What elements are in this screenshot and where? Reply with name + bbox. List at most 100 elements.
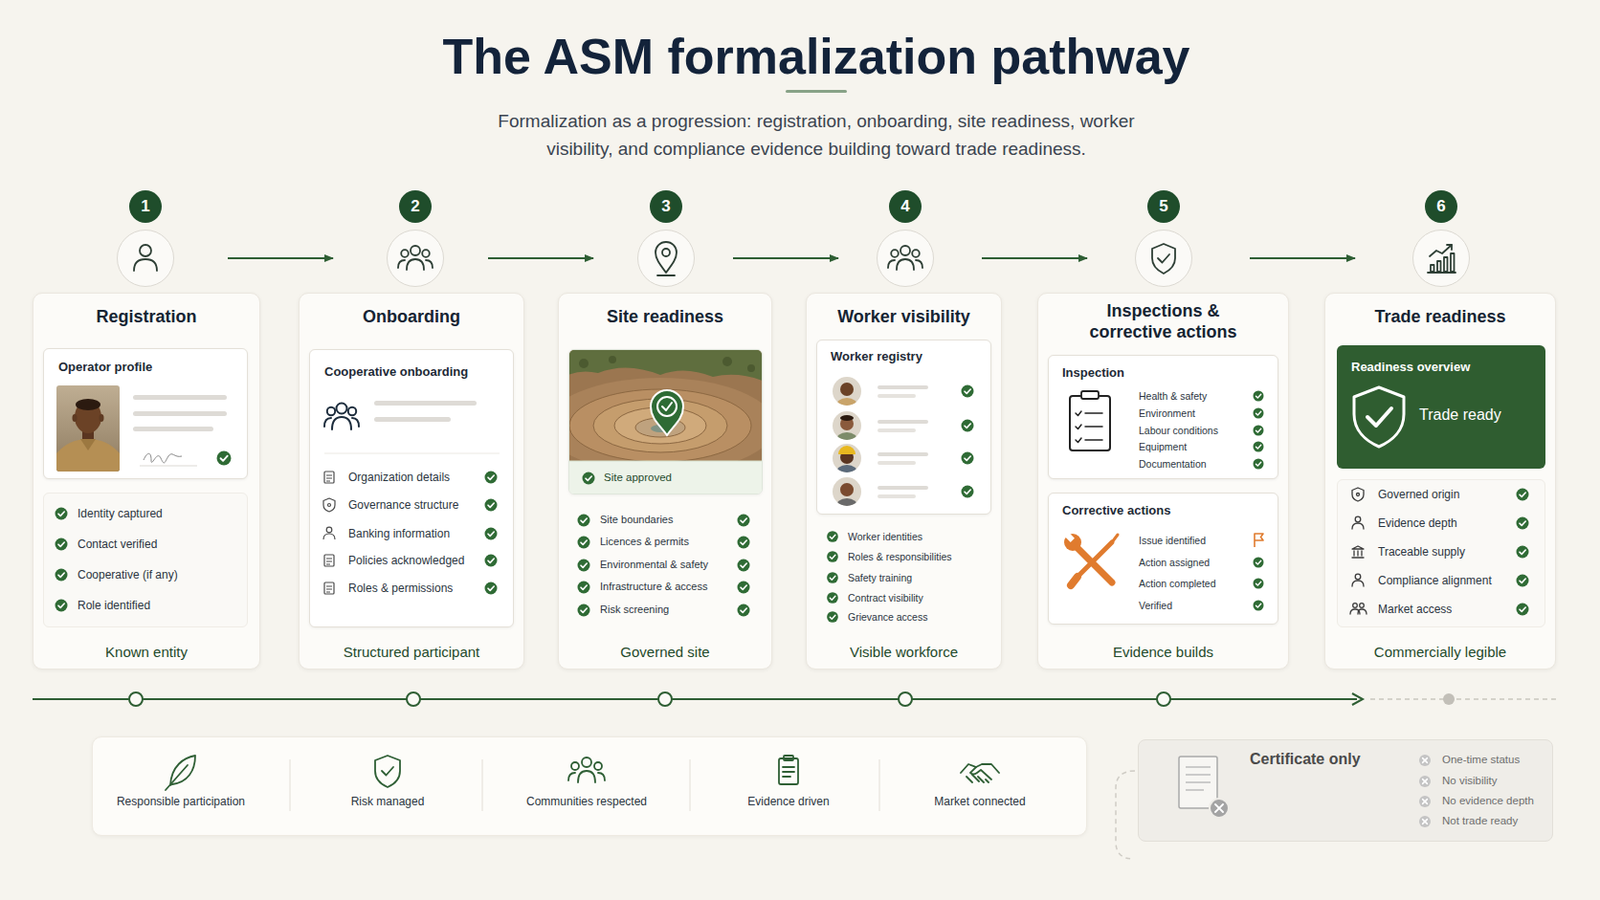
principle-label: Communities respected: [526, 795, 647, 809]
pin-icon: [662, 248, 670, 257]
chart-icon: [1427, 271, 1456, 274]
operator-photo: [99, 414, 105, 423]
principle-icons: [689, 759, 691, 812]
mine-site-image: [635, 418, 686, 438]
group-icon: [900, 245, 911, 256]
operator-photo: [143, 453, 182, 464]
group-icon: [406, 259, 424, 270]
group-icon: [398, 260, 405, 268]
onboarding-icons: [485, 499, 498, 512]
checklist-item: Equipment: [1138, 441, 1187, 454]
checklist-item: Action completed: [1138, 577, 1217, 591]
worker-avatars: [831, 410, 975, 450]
mine-site-image: [569, 461, 762, 494]
check-marks: [737, 604, 751, 618]
stage-outcome: Commercially legible: [1374, 644, 1507, 662]
operator-photo: [56, 439, 120, 472]
onboarding-icons: [336, 403, 348, 415]
onboarding-icons: [327, 407, 335, 416]
check-marks: [577, 559, 591, 573]
shield-icon: [1367, 408, 1392, 426]
checklist-item: One-time status: [1442, 754, 1520, 768]
principle-icons: [970, 767, 992, 780]
worker-avatars: [877, 394, 916, 399]
chart-icon: [1437, 261, 1442, 272]
onboarding-icons: [326, 527, 333, 534]
checklist-item: Risk screening: [600, 603, 669, 617]
principle-icons: [375, 755, 400, 788]
tools-icon: [1252, 577, 1264, 589]
certificate-icon: [1419, 755, 1431, 767]
step-circle: 2: [386, 229, 445, 288]
panel-title: Inspection: [1062, 365, 1125, 381]
pin-icon: [655, 242, 677, 273]
readiness-icons: [1516, 546, 1530, 559]
worker-avatars: [877, 494, 916, 499]
principle-icons: [581, 757, 592, 768]
mine-site-image: [608, 355, 617, 364]
checklist-item: Safety training: [847, 572, 912, 585]
onboarding-icons: [324, 555, 334, 567]
checklist-item: Verified: [1138, 600, 1173, 613]
mine-site-image: [569, 350, 762, 470]
principle-icons: [170, 755, 196, 786]
group-icon: [888, 260, 895, 268]
tools-icon: [1252, 600, 1264, 611]
operator-photo: [82, 426, 94, 441]
step-circle: 6: [1412, 229, 1470, 288]
checklist-item: Contact verified: [77, 537, 157, 552]
check-marks: [55, 508, 68, 521]
pin-icon: [655, 242, 677, 276]
check-marks: [826, 572, 839, 584]
step-number: 1: [129, 190, 162, 223]
pin-icon: [657, 274, 675, 277]
shield-icon: [1354, 387, 1404, 447]
group-icon: [422, 249, 430, 258]
onboarding-icons: [485, 528, 498, 541]
stage-card: OnboardingStructured participant Coopera…: [298, 292, 525, 670]
step-number: 6: [1424, 190, 1458, 223]
principle-label: Risk managed: [351, 795, 425, 809]
operator-photo: [72, 414, 78, 423]
onboarding-icons: [332, 417, 352, 430]
shield-icon: [1152, 244, 1176, 274]
panel-title: Worker registry: [830, 349, 923, 365]
flow-arrow: [981, 257, 1088, 260]
onboarding-icons: [352, 418, 359, 427]
corrective-panel: Corrective actionsIssue identifiedAction…: [1047, 492, 1279, 625]
principle-icons: [782, 767, 795, 778]
worker-avatars: [840, 483, 854, 497]
principle-icons: [289, 759, 291, 812]
card-heading: Onboarding: [362, 307, 461, 329]
clipboard-icon: [1081, 391, 1099, 400]
chart-icon: [1429, 244, 1452, 257]
tools-icon: [1070, 542, 1112, 586]
worker-avatars: [840, 415, 854, 422]
step-circle: 1: [116, 229, 175, 288]
stage-outcome: Structured participant: [343, 644, 481, 662]
worker-avatars: [831, 410, 863, 450]
principle-label: Responsible participation: [116, 795, 245, 809]
check-marks: [737, 536, 751, 550]
check-marks: [826, 531, 839, 543]
operator-photo: [56, 385, 120, 472]
timeline: [129, 692, 143, 707]
group-icon: [915, 260, 923, 268]
readiness-icons: [1352, 523, 1364, 530]
worker-avatars: [961, 452, 975, 466]
checklist-item: Role identified: [77, 599, 151, 613]
flow-arrow: [1249, 257, 1356, 260]
checklist-item: Roles & responsibilities: [847, 551, 953, 564]
check-marks: [55, 538, 68, 552]
stage-card: Trade readinessCommercially legibleReadi…: [1324, 292, 1556, 670]
stage-card: Inspections & corrective actionsEvidence…: [1037, 292, 1289, 670]
timeline: [658, 692, 672, 707]
onboarding-icons: [326, 475, 333, 482]
worker-avatars: [831, 476, 863, 508]
stage-outcome: Governed site: [620, 644, 710, 662]
readiness-icons: [1516, 575, 1530, 588]
stage-card: Site readinessSite boundariesLicences & …: [557, 292, 773, 670]
stage-card: RegistrationKnown entity Operator profil…: [32, 292, 261, 670]
operator-photo: [139, 466, 198, 467]
stage-card: Worker visibilityWorker identitiesRoles …: [805, 292, 1002, 670]
